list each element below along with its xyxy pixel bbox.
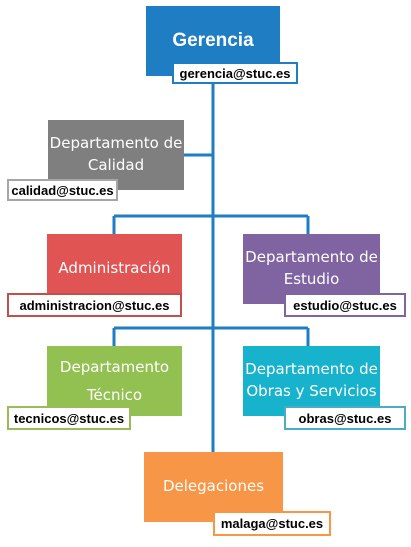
node-calidad: Departamento de Calidad (48, 120, 184, 190)
email-administracion: administracion@stuc.es (7, 293, 182, 317)
node-obras-label: Departamento de Obras y Servicios (245, 360, 378, 400)
email-calidad-text: calidad@stuc.es (11, 182, 114, 198)
node-tecnico-label: Departamento Técnico (59, 357, 170, 405)
node-estudio: Departamento de Estudio (243, 234, 380, 304)
email-tecnico: tecnicos@stuc.es (7, 406, 131, 430)
email-delegaciones: malaga@stuc.es (213, 511, 331, 536)
email-administracion-text: administracion@stuc.es (19, 297, 170, 313)
node-administracion-label: Administración (58, 259, 171, 278)
node-estudio-label: Departamento de Estudio (245, 248, 378, 288)
node-calidad-label: Departamento de Calidad (49, 134, 183, 174)
email-gerencia: gerencia@stuc.es (172, 62, 298, 84)
email-gerencia-text: gerencia@stuc.es (179, 65, 291, 81)
node-administracion: Administración (47, 234, 182, 304)
email-estudio-text: estudio@stuc.es (293, 297, 397, 313)
node-tecnico: Departamento Técnico (47, 346, 182, 416)
email-delegaciones-text: malaga@stuc.es (220, 516, 324, 531)
email-obras: obras@stuc.es (284, 406, 406, 430)
email-tecnico-text: tecnicos@stuc.es (13, 410, 125, 426)
email-calidad: calidad@stuc.es (7, 179, 118, 201)
node-delegaciones: Delegaciones (144, 452, 283, 522)
node-gerencia-label: Gerencia (172, 30, 254, 52)
email-estudio: estudio@stuc.es (284, 293, 406, 317)
node-obras: Departamento de Obras y Servicios (243, 346, 380, 416)
email-obras-text: obras@stuc.es (298, 410, 392, 426)
node-delegaciones-label: Delegaciones (162, 477, 265, 496)
